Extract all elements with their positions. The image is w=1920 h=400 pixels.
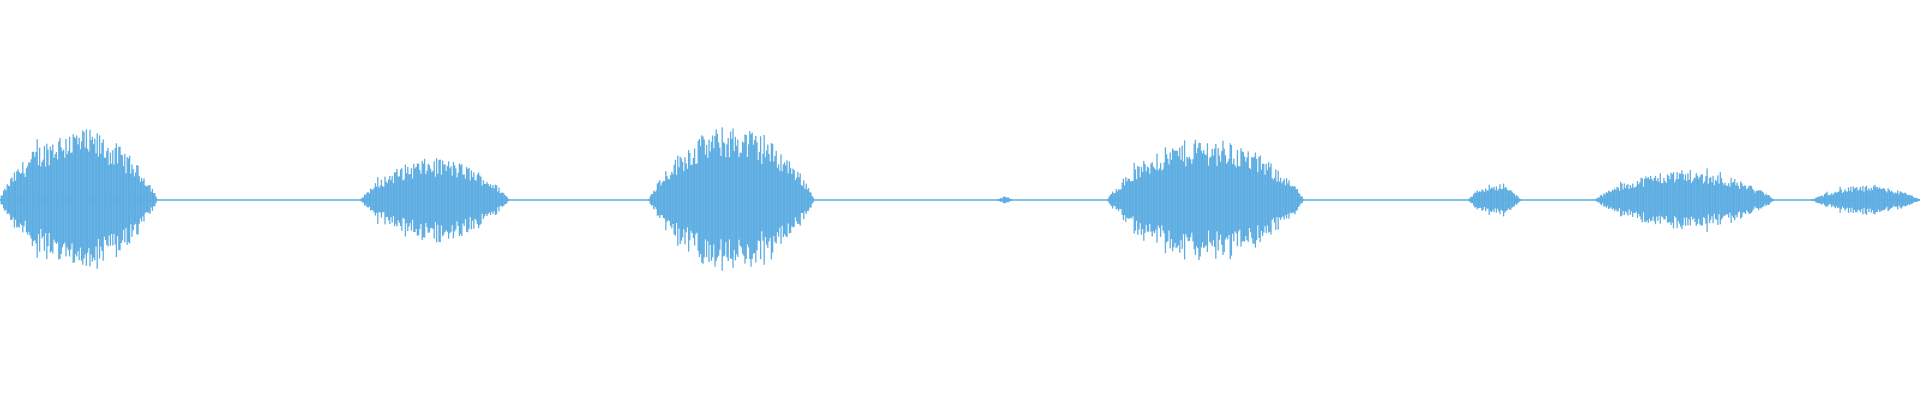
waveform-bars: [0, 127, 1920, 271]
waveform-segment-burst-2: [360, 158, 510, 243]
waveform-segment-burst-3: [648, 127, 815, 271]
waveform-segment-burst-1: [0, 129, 158, 269]
waveform-segment-burst-7: [1811, 184, 1920, 215]
waveform-segment-burst-4: [1107, 139, 1305, 261]
waveform-segment-burst-5: [1468, 183, 1522, 217]
waveform-segment-burst-6: [1594, 168, 1774, 232]
waveform-segment-blip-1: [997, 196, 1013, 204]
